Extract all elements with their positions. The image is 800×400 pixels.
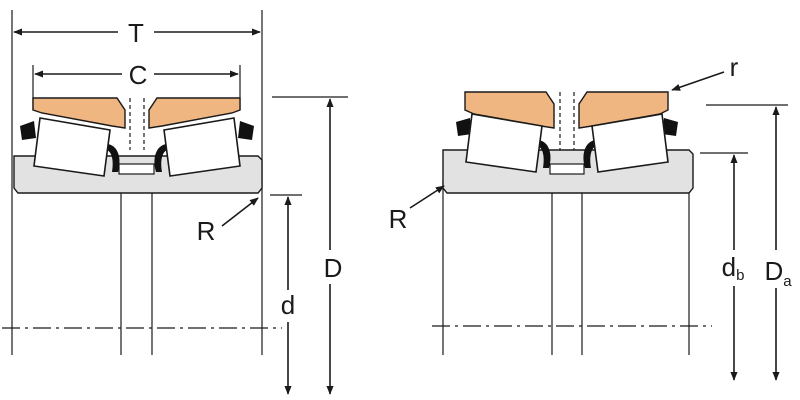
cage-right-outer <box>238 121 254 140</box>
cone-spacer <box>118 163 155 175</box>
cup-left <box>32 97 126 129</box>
cage-left-inner <box>104 144 120 172</box>
db-label-bg <box>720 250 752 286</box>
C-label: C <box>129 60 148 90</box>
R-label: R <box>197 216 216 246</box>
db-label-sub: b <box>736 267 744 284</box>
C-label-bg <box>122 60 154 88</box>
cage-left-outer-r <box>456 118 472 136</box>
db-label-main: d <box>722 252 736 282</box>
Da-label-sub: a <box>783 273 792 290</box>
roller-left-r <box>465 113 543 173</box>
Da-label-main: D <box>764 256 783 286</box>
R-leader-line <box>221 197 259 227</box>
cage-right-outer-r <box>662 118 678 136</box>
roller-left <box>33 117 111 177</box>
cup-right <box>148 97 241 129</box>
D-label: D <box>324 253 343 283</box>
cup-right-right-bearing <box>578 91 669 129</box>
left-bearing: T C R D d <box>2 10 348 395</box>
d-label-bg <box>276 290 300 322</box>
cone-spacer-right <box>549 163 585 175</box>
cup-left-right-bearing <box>464 91 555 129</box>
roller-right-r <box>591 113 669 173</box>
D-label-bg <box>318 250 346 284</box>
cage-left-inner-r <box>535 140 551 168</box>
db-label: db <box>722 252 745 284</box>
cage-right-inner <box>154 144 170 172</box>
cage-right-inner-r <box>583 140 599 168</box>
cage-left-outer <box>20 121 36 140</box>
R-leader-line-right <box>409 185 445 209</box>
r-label: r <box>730 52 739 82</box>
R-label-right: R <box>389 204 408 234</box>
Da-label-bg <box>762 250 798 288</box>
r-leader-line <box>671 71 725 91</box>
T-label: T <box>128 18 144 48</box>
T-label-bg <box>118 18 154 46</box>
d-label: d <box>281 290 295 320</box>
roller-right <box>163 117 241 177</box>
right-bearing: r R db Da <box>389 52 798 381</box>
Da-label: Da <box>764 256 792 290</box>
